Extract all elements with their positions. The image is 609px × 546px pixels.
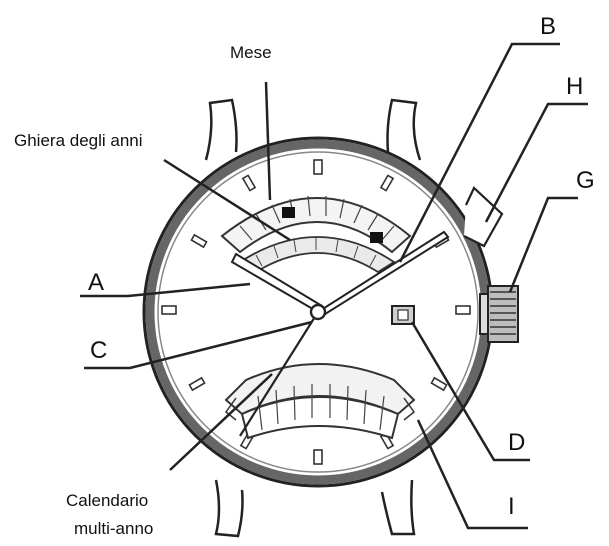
label-mese: Mese xyxy=(230,43,272,62)
seconds-hand xyxy=(239,311,319,437)
year-ring xyxy=(238,236,396,274)
label-g: G xyxy=(576,167,595,194)
label-b: B xyxy=(540,13,556,40)
callout-a xyxy=(80,282,251,298)
callout-b xyxy=(398,42,560,263)
crown-g xyxy=(479,285,519,343)
callout-ghiera xyxy=(163,158,291,242)
callout-lines xyxy=(80,42,588,530)
lug-bottom-right xyxy=(380,479,416,536)
callout-d xyxy=(410,321,530,462)
month-arc-outer xyxy=(220,197,412,254)
month-marker-1 xyxy=(282,207,295,218)
callout-g xyxy=(508,196,578,293)
multi-year-calendar xyxy=(224,363,416,440)
lugs xyxy=(204,98,422,538)
callout-calendario xyxy=(169,373,273,471)
month-marker-2 xyxy=(370,232,383,243)
label-a: A xyxy=(88,269,104,296)
callout-h xyxy=(484,102,588,223)
label-ghiera: Ghiera degli anni xyxy=(14,131,143,150)
label-calendario-line1: Calendario xyxy=(66,491,148,510)
date-window xyxy=(391,305,415,325)
label-d: D xyxy=(508,429,525,456)
callout-c xyxy=(84,320,313,370)
label-c: C xyxy=(90,337,107,364)
month-window xyxy=(220,195,412,254)
label-i: I xyxy=(508,493,515,520)
pusher-h xyxy=(463,186,504,248)
hands-pivot xyxy=(309,303,327,321)
callout-i xyxy=(416,419,528,530)
lug-top-right xyxy=(386,98,422,161)
label-calendario-line2: multi-anno xyxy=(74,519,153,538)
label-h: H xyxy=(566,73,583,100)
lug-top-left xyxy=(204,98,238,161)
lug-bottom-left xyxy=(214,479,244,538)
callout-mese xyxy=(264,81,272,201)
